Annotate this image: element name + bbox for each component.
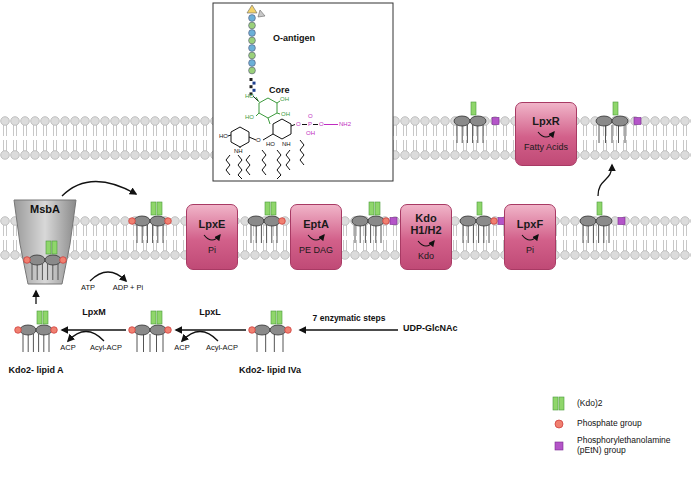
pathway-label: Kdo2- lipid IVa bbox=[239, 366, 301, 376]
pathway-label: ADP + Pi bbox=[113, 284, 144, 292]
legend-entry: Phosphorylethanolamine (pEtN) group bbox=[548, 436, 689, 456]
legend-swatch bbox=[548, 416, 572, 432]
pathway-label: LpxL bbox=[199, 308, 221, 318]
transporter-shape: MsbA bbox=[10, 196, 80, 288]
enzyme-box: Kdo H1/H2Kdo bbox=[400, 204, 452, 270]
legend-text: Phosphorylethanolamine (pEtN) group bbox=[577, 436, 689, 456]
enzyme-box: EptA PE DAG bbox=[290, 204, 342, 270]
enzyme-name: Kdo H1/H2 bbox=[404, 212, 448, 236]
reaction-arrow bbox=[201, 232, 223, 244]
reaction-substrate: PE DAG bbox=[299, 246, 333, 256]
legend-text: Phosphate group bbox=[577, 419, 642, 429]
legend-entry: (Kdo)2 bbox=[548, 396, 603, 412]
enzyme-name: LpxE bbox=[199, 218, 226, 230]
enzyme-box: LpxR Fatty Acids bbox=[515, 102, 577, 166]
atom-label: NH bbox=[234, 148, 243, 155]
enzyme-name: EptA bbox=[303, 218, 329, 230]
atom-label: P bbox=[308, 121, 312, 128]
atom-label: O bbox=[319, 121, 324, 128]
pathway-label: ACP bbox=[174, 344, 189, 352]
petn-swatch bbox=[555, 442, 563, 450]
pathway-label: 7 enzymatic steps bbox=[313, 314, 386, 323]
reaction-substrate: Pi bbox=[526, 246, 534, 256]
reaction-arrow bbox=[415, 238, 437, 250]
enzyme-name: LpxF bbox=[517, 218, 543, 230]
atom-label: NH2 bbox=[339, 121, 351, 128]
pathway-label: LpxM bbox=[82, 308, 106, 318]
phosphate-swatch bbox=[555, 420, 563, 428]
atom-label: O bbox=[308, 113, 313, 120]
legend-swatch bbox=[548, 438, 572, 454]
inner-membrane bbox=[0, 216, 691, 260]
pathway-label: Acyl-ACP bbox=[206, 344, 238, 352]
structure-label: O-antigen bbox=[273, 33, 315, 43]
atom-label: O bbox=[296, 121, 301, 128]
structure-inset: O-antigenCore bbox=[213, 3, 393, 181]
enzyme-name: LpxR bbox=[532, 115, 560, 127]
atom-label: HO bbox=[266, 141, 275, 148]
atom-label: HO bbox=[219, 133, 228, 140]
structure-label: Core bbox=[269, 85, 290, 95]
lps-structure bbox=[213, 3, 393, 181]
atom-label: OH bbox=[280, 96, 289, 103]
legend-text: (Kdo)2 bbox=[577, 399, 603, 409]
pathway-label: Kdo2- lipid A bbox=[8, 366, 63, 376]
pathway-label: UDP-GlcNAc bbox=[403, 324, 458, 334]
kdo-swatch bbox=[553, 397, 564, 410]
transporter-name: MsbA bbox=[30, 203, 60, 215]
atom-label: OH bbox=[281, 111, 290, 118]
reaction-substrate: Pi bbox=[208, 246, 216, 256]
legend-entry: Phosphate group bbox=[548, 416, 642, 432]
pathway-label: ATP bbox=[81, 284, 95, 292]
atom-label: HO bbox=[245, 93, 254, 100]
reaction-arrows bbox=[36, 165, 612, 341]
enzyme-box: LpxF Pi bbox=[504, 204, 556, 270]
atom-label: OH bbox=[306, 130, 315, 137]
reaction-substrate: Fatty Acids bbox=[524, 143, 568, 153]
reaction-arrow bbox=[305, 232, 327, 244]
reaction-arrow bbox=[519, 232, 541, 244]
enzyme-box: LpxE Pi bbox=[186, 204, 238, 270]
legend-swatch bbox=[548, 396, 572, 412]
pathway-label: ACP bbox=[60, 344, 75, 352]
reaction-substrate: Kdo bbox=[418, 252, 434, 262]
atom-label: O bbox=[256, 137, 261, 144]
reaction-arrow bbox=[535, 129, 557, 141]
atom-label: NH bbox=[282, 141, 291, 148]
atom-label: HO bbox=[245, 114, 254, 121]
pathway-label: Acyl-ACP bbox=[90, 344, 122, 352]
